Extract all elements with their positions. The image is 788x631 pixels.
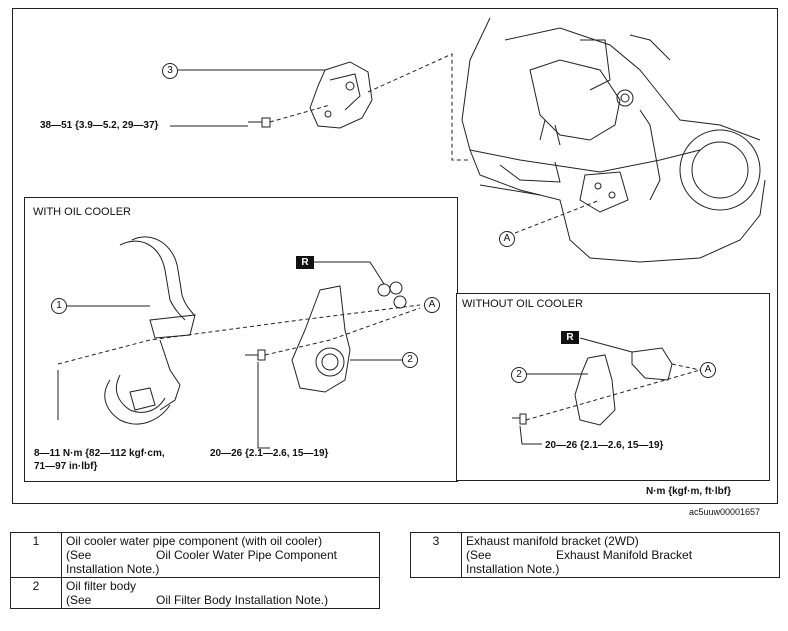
exhaust-manifold-bracket-illustration <box>248 61 373 129</box>
torque-filter-with-cooler-label: 20—26 {2.1—2.6, 15—19} <box>210 448 329 459</box>
legend-row-1-link[interactable]: Oil Cooler Water Pipe Component <box>156 548 337 562</box>
legend-row-1-number: 1 <box>10 532 62 578</box>
torque-filter-without-cooler-label: 20—26 {2.1—2.6, 15—19} <box>545 440 664 451</box>
legend-row-2-link[interactable]: Oil Filter Body Installation Note.) <box>156 593 329 607</box>
legend-table-left: 1 Oil cooler water pipe component (with … <box>10 532 380 609</box>
legend-row-1-ref2: Installation Note.) <box>66 562 160 576</box>
units-note: N·m {kgf·m, ft·lbf} <box>646 486 731 497</box>
callout-a-with-cooler: A <box>424 297 440 313</box>
legend-row-3-ref: (See Exhaust Manifold Bracket <box>466 548 775 562</box>
torque-pipe-label-line1: 8—11 N·m {82—112 kgf·cm, <box>34 448 165 459</box>
legend-row-3-text: Exhaust manifold bracket (2WD) (See Exhau… <box>461 532 780 578</box>
torque-pipe-label-line2: 71—97 in·lbf} <box>34 461 98 472</box>
callout-2-with-cooler: 2 <box>402 352 418 368</box>
replace-marker-with-cooler: R <box>296 256 314 269</box>
legend-row-2: 2 Oil filter body (See Oil Filter Body In… <box>10 577 380 609</box>
legend-row-3-number: 3 <box>410 532 462 578</box>
legend-row-2-text: Oil filter body (See Oil Filter Body Inst… <box>61 577 380 609</box>
without-oil-cooler-title: WITHOUT OIL COOLER <box>462 298 584 310</box>
legend-row-2-number: 2 <box>10 577 62 609</box>
legend-row-3-link[interactable]: Exhaust Manifold Bracket <box>556 548 693 562</box>
diagram-frame <box>12 8 778 504</box>
legend-row-3-title: Exhaust manifold bracket (2WD) <box>466 534 639 548</box>
legend-row-2-see: (See <box>66 593 92 607</box>
legend-row-3-ref2: Installation Note.) <box>466 562 560 576</box>
legend-row-2-title: Oil filter body <box>66 579 137 593</box>
callout-a-engine: A <box>499 231 515 247</box>
callout-1: 1 <box>51 298 67 314</box>
engine-block-illustration <box>461 17 766 263</box>
legend-row-1-text: Oil cooler water pipe component (with oi… <box>61 532 380 578</box>
callout-3: 3 <box>162 63 178 79</box>
with-oil-cooler-panel <box>24 197 458 482</box>
replace-marker-without-cooler: R <box>561 331 579 344</box>
legend-row-2-ref: (See Oil Filter Body Installation Note.) <box>66 593 375 607</box>
figure-id: ac5uuw00001657 <box>689 507 761 517</box>
torque-bracket-label: 38—51 {3.9—5.2, 29—37} <box>40 120 159 131</box>
callout-2-without-cooler: 2 <box>511 367 527 383</box>
legend-row-1: 1 Oil cooler water pipe component (with … <box>10 532 380 578</box>
legend-row-1-see: (See <box>66 548 92 562</box>
legend-row-3-see: (See <box>466 548 492 562</box>
with-oil-cooler-title: WITH OIL COOLER <box>33 206 131 218</box>
legend-row-1-ref: (See Oil Cooler Water Pipe Component <box>66 548 375 562</box>
callout-a-without-cooler: A <box>700 362 716 378</box>
legend-row-1-title: Oil cooler water pipe component (with oi… <box>66 534 323 548</box>
